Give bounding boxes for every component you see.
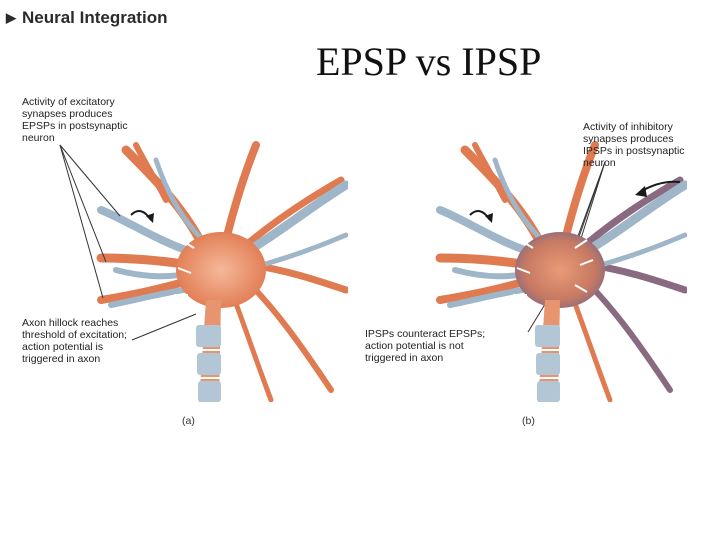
slide-title: EPSP vs IPSP xyxy=(316,39,542,84)
triangle-icon: ▶ xyxy=(6,10,16,25)
inhibitory-synapses-label: Activity of inhibitory synapses produces… xyxy=(583,121,685,169)
panel-caption-a: (a) xyxy=(182,415,195,427)
neuron-diagram-b xyxy=(435,141,687,402)
section-title-text: Neural Integration xyxy=(22,8,168,27)
section-title: ▶ Neural Integration xyxy=(6,8,167,28)
ipsp-counteract-label: IPSPs counteract EPSPs; action potential… xyxy=(365,328,486,364)
panel-caption-b: (b) xyxy=(522,415,535,427)
axon-hillock-label: Axon hillock reaches threshold of excita… xyxy=(22,317,128,365)
neuron-diagram-a xyxy=(96,141,348,402)
excitatory-synapses-label: Activity of excitatory synapses produces… xyxy=(22,96,128,144)
